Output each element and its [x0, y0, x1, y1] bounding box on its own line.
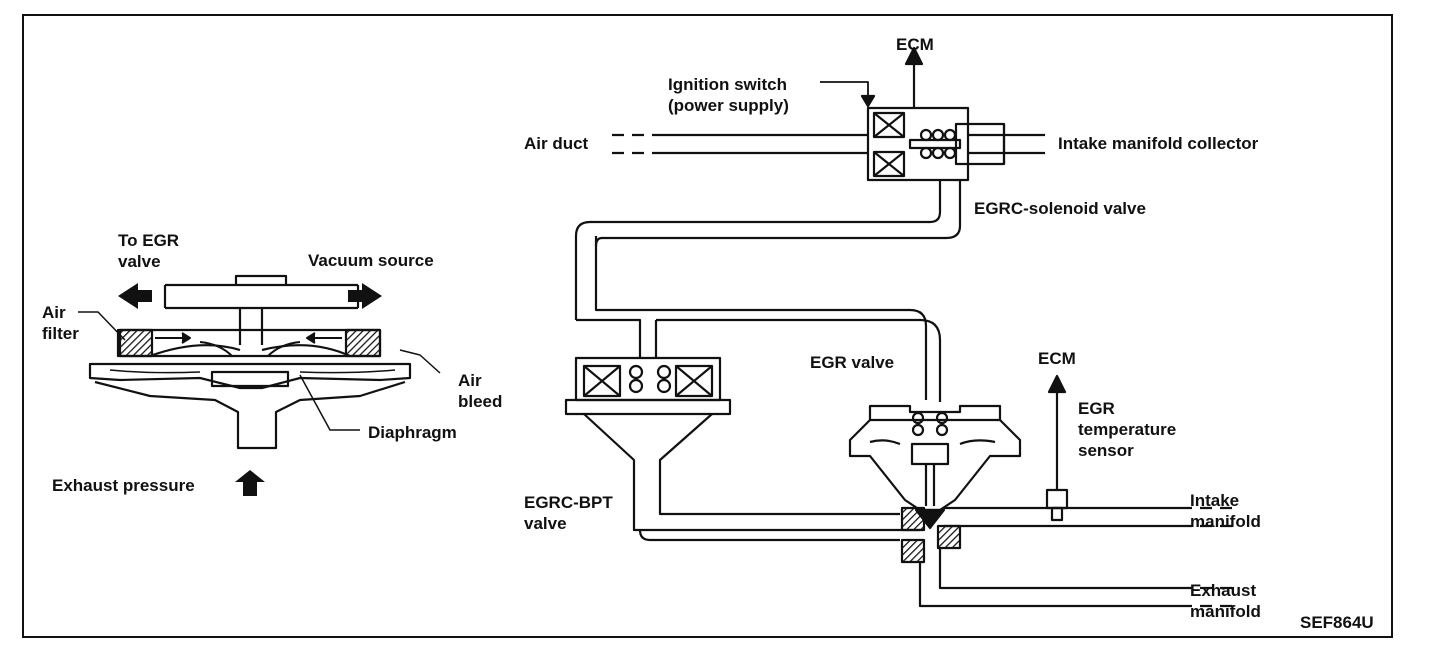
figure-code: SEF864U: [1300, 613, 1374, 632]
label-egrc-solenoid-valve: EGRC-solenoid valve: [974, 199, 1146, 218]
label-intake-manifold: Intake manifold: [1190, 491, 1261, 531]
label-ignition-switch: Ignition switch (power supply): [668, 75, 789, 115]
egr-valve-body: [848, 404, 1022, 512]
air-filter-element: [116, 328, 154, 358]
label-intake-manifold-collector: Intake manifold collector: [1058, 134, 1259, 153]
label-air-bleed: Air bleed: [458, 371, 503, 411]
egr-temperature-sensor-body: [1045, 388, 1069, 522]
vacuum-in-arrow-icon: [348, 283, 382, 309]
air-bleed-element: [344, 328, 382, 358]
label-to-egr-valve: To EGR valve: [118, 231, 180, 271]
egrc-bpt-valve-body: [564, 356, 920, 542]
label-diaphragm: Diaphragm: [368, 423, 457, 442]
label-ecm-right: ECM: [1038, 349, 1076, 368]
label-exhaust-pressure: Exhaust pressure: [52, 476, 195, 495]
exhaust-in-arrow-icon: [235, 470, 265, 496]
figure-frame: [22, 14, 1393, 638]
label-egr-valve: EGR valve: [810, 353, 895, 372]
label-egrc-bpt-valve: EGRC-BPT valve: [524, 493, 613, 533]
label-vacuum-source: Vacuum source: [308, 251, 434, 270]
label-exhaust-manifold: Exhaust manifold: [1190, 581, 1261, 621]
collector-pipe: [612, 133, 1045, 155]
egrc-solenoid-valve: [866, 106, 1006, 182]
label-ecm-top: ECM: [896, 35, 934, 54]
label-air-duct: Air duct: [524, 134, 589, 153]
to-egr-arrow-icon: [118, 283, 152, 309]
label-egr-temperature-sensor: EGR temperature sensor: [1078, 399, 1177, 460]
label-air-filter: Air filter: [42, 303, 79, 343]
vacuum-hose: [574, 180, 962, 402]
bpt-valve-cross-section: [88, 274, 412, 450]
